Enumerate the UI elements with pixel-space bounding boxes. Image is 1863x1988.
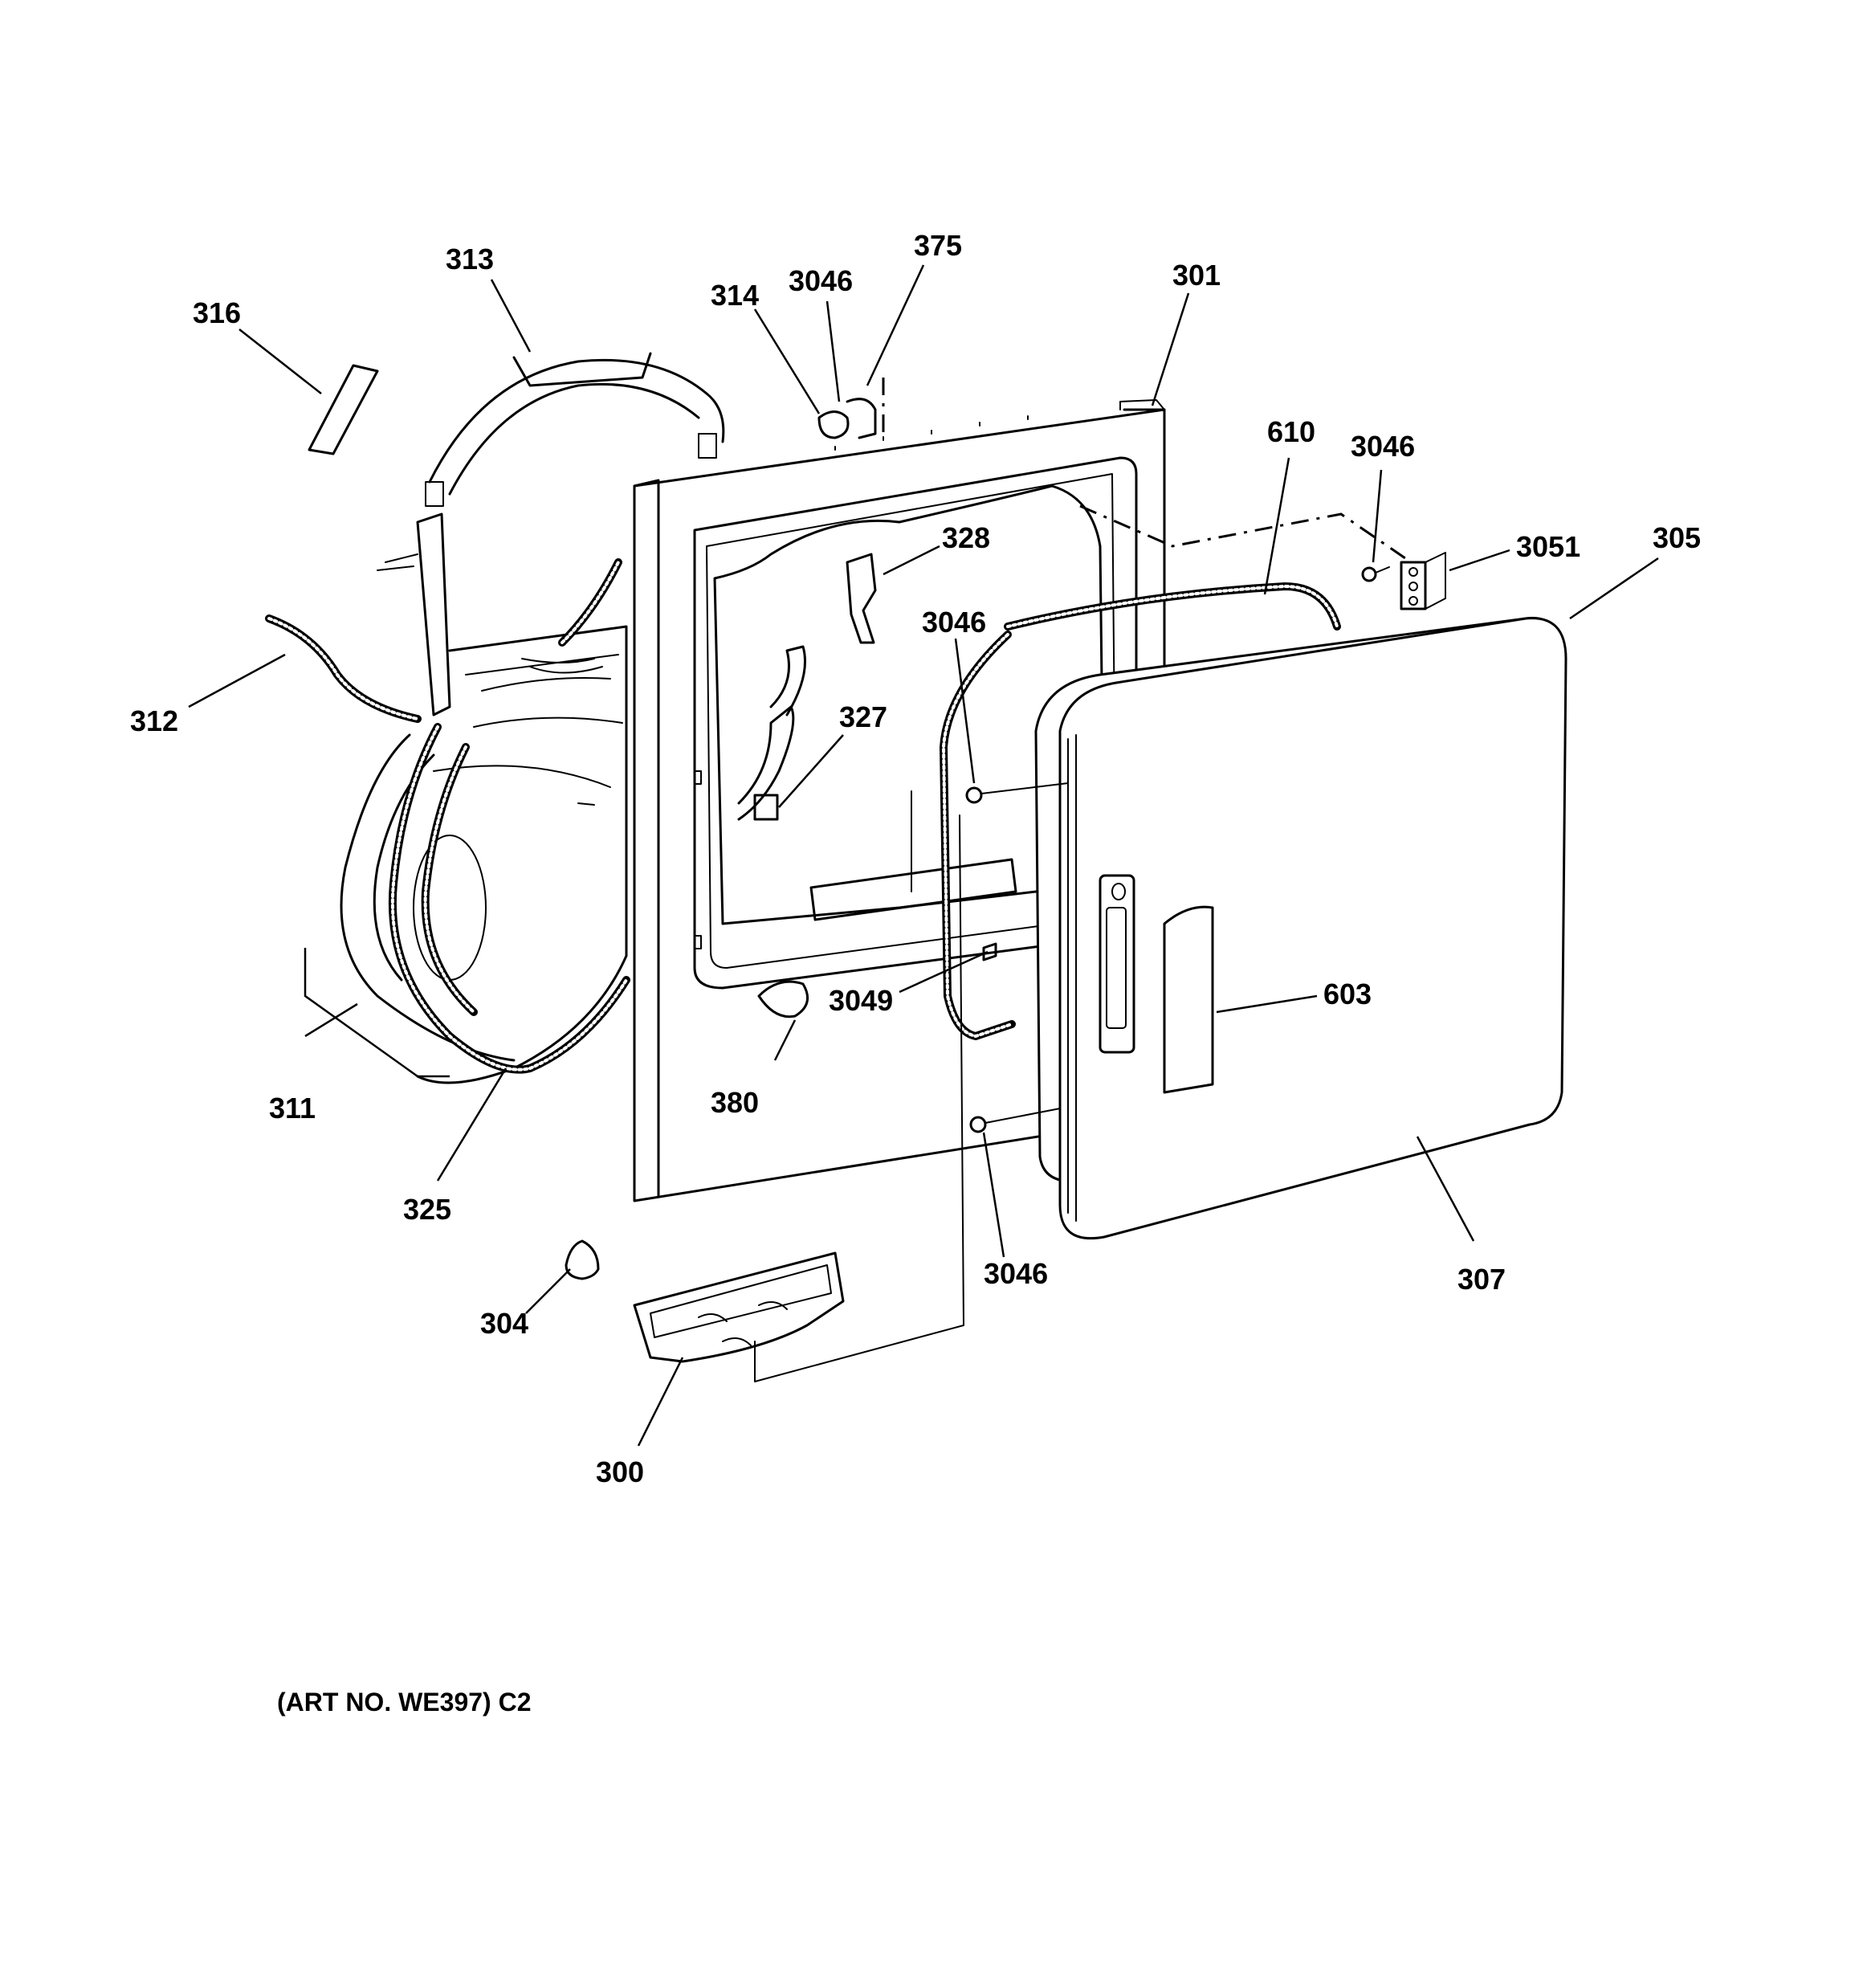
label-314: 314 <box>711 279 759 312</box>
label-328: 328 <box>942 521 990 554</box>
label-3046-top: 3046 <box>789 264 853 297</box>
latch <box>757 980 809 1018</box>
screws <box>965 566 1390 1133</box>
label-307: 307 <box>1457 1263 1506 1296</box>
label-327: 327 <box>839 700 887 733</box>
outer-door <box>1058 617 1567 1240</box>
label-304: 304 <box>480 1307 528 1340</box>
label-3046-bottom: 3046 <box>984 1257 1048 1290</box>
label-3046-mid: 3046 <box>922 606 986 639</box>
label-380: 380 <box>711 1086 759 1119</box>
bracket <box>846 553 877 644</box>
label-311: 311 <box>269 1092 316 1125</box>
label-603: 603 <box>1323 978 1372 1010</box>
label-3051: 3051 <box>1516 530 1580 563</box>
label-3046-right: 3046 <box>1351 430 1415 463</box>
label-313: 313 <box>446 243 494 276</box>
knob <box>565 1239 600 1280</box>
part-labels: 313 316 314 3046 375 301 610 3046 3051 3… <box>130 229 1701 1488</box>
leader-lines <box>188 264 1659 1447</box>
label-300: 300 <box>596 1455 644 1488</box>
label-325: 325 <box>403 1193 451 1226</box>
label-316: 316 <box>193 296 241 329</box>
label-3049: 3049 <box>829 984 893 1017</box>
label-610: 610 <box>1267 415 1315 448</box>
bulkhead-assembly <box>413 625 628 1084</box>
wire-harness <box>737 645 806 821</box>
art-number: (ART NO. WE397) C2 <box>277 1688 531 1717</box>
assembly-line-filter <box>754 790 964 1382</box>
label-375: 375 <box>914 229 962 262</box>
label-305: 305 <box>1653 521 1701 554</box>
lint-filter <box>633 1251 845 1363</box>
hose <box>265 558 622 723</box>
upper-frame-arc <box>377 352 725 716</box>
label-301: 301 <box>1172 259 1221 292</box>
door-gasket <box>940 582 1341 1040</box>
label-312: 312 <box>130 704 178 737</box>
assembly-line-top <box>1079 504 1406 560</box>
hinge <box>1400 552 1446 610</box>
pad <box>308 364 379 455</box>
door-switch <box>817 378 885 439</box>
felt-seal <box>388 723 630 1074</box>
